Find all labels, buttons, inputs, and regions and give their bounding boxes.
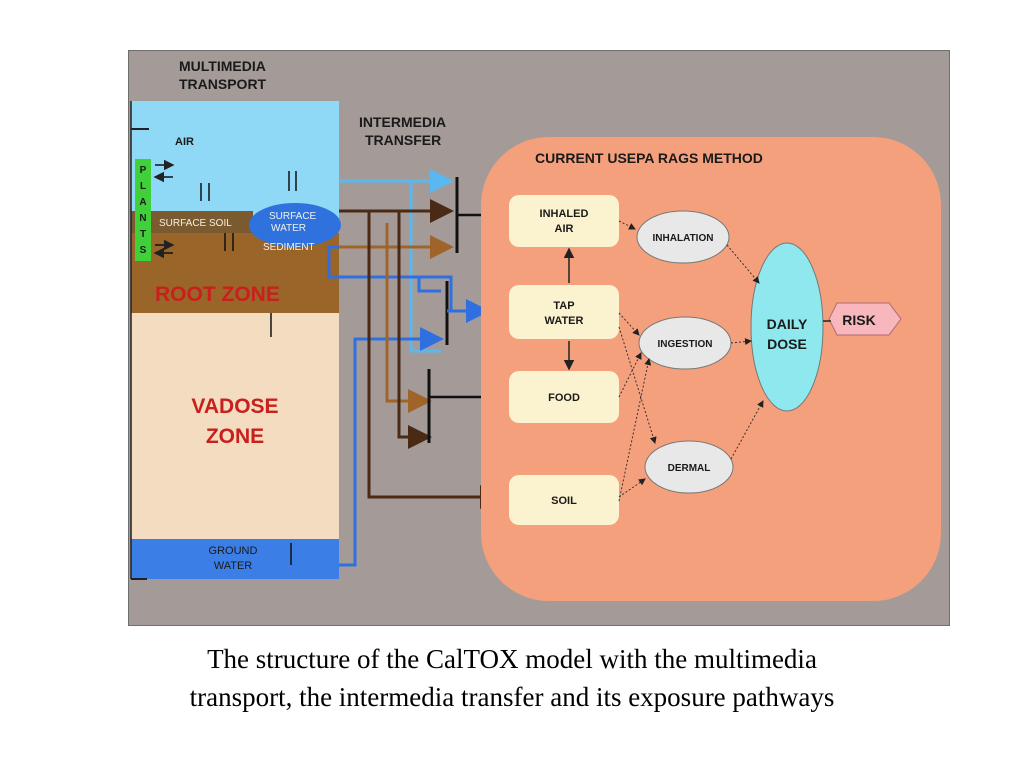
- vadose-zone-compartment: [131, 313, 339, 539]
- tap-water-label-line2: WATER: [545, 315, 584, 327]
- surface-water-ellipse: [249, 203, 341, 247]
- transfer-arrows: [327, 169, 504, 567]
- svg-text:N: N: [139, 213, 146, 224]
- plants-label: P L A N T S: [139, 165, 146, 256]
- caption-line2: transport, the intermedia transfer and i…: [189, 682, 835, 712]
- caltox-diagram: MULTIMEDIA TRANSPORT P L A N T S AIR SUR…: [130, 58, 941, 601]
- daily-dose-label-line2: DOSE: [767, 336, 807, 352]
- food-label: FOOD: [548, 392, 580, 404]
- ingestion-label: INGESTION: [657, 339, 712, 350]
- svg-text:T: T: [140, 229, 146, 240]
- svg-text:A: A: [139, 197, 146, 208]
- exposure-pathway-arrows: [618, 220, 764, 502]
- daily-dose-label-line1: DAILY: [767, 316, 808, 332]
- air-label: AIR: [175, 136, 194, 148]
- figure-caption: The structure of the CalTOX model with t…: [0, 640, 1024, 716]
- usepa-rags-title: CURRENT USEPA RAGS METHOD: [535, 150, 763, 166]
- root-zone-label: ROOT ZONE: [155, 283, 280, 306]
- inhaled-air-label-line1: INHALED: [540, 208, 589, 220]
- soil-box: [509, 475, 619, 525]
- daily-dose-ellipse: [750, 242, 824, 412]
- dermal-ellipse: [644, 440, 734, 494]
- inhaled-air-label-line2: AIR: [555, 223, 574, 235]
- multimedia-transport-title-line1: MULTIMEDIA: [179, 58, 266, 74]
- plants-bar: [135, 159, 151, 261]
- surface-soil-layer: [131, 211, 253, 233]
- intermedia-transfer-title-line2: TRANSFER: [365, 132, 441, 148]
- svg-text:S: S: [140, 245, 147, 256]
- inhalation-ellipse: [636, 210, 730, 264]
- tap-water-box: [509, 285, 619, 339]
- svg-text:P: P: [140, 165, 147, 176]
- vadose-zone-label-line1: VADOSE: [191, 395, 278, 418]
- ground-water-label-line2: WATER: [214, 560, 253, 572]
- soil-label: SOIL: [551, 495, 577, 507]
- tap-water-label-line1: TAP: [553, 300, 574, 312]
- surface-water-label-line1: SURFACE: [269, 211, 317, 222]
- risk-shape: [828, 302, 902, 336]
- multimedia-transport-title-line2: TRANSPORT: [179, 76, 267, 92]
- food-box: [509, 371, 619, 423]
- surface-soil-label: SURFACE SOIL: [159, 218, 232, 229]
- caltox-figure: MULTIMEDIA TRANSPORT P L A N T S AIR SUR…: [128, 50, 950, 626]
- vadose-zone-label-line2: ZONE: [206, 425, 264, 448]
- internal-exchange-arrows: [153, 159, 297, 565]
- svg-text:L: L: [140, 181, 146, 192]
- risk-label: RISK: [842, 312, 875, 328]
- intermedia-transfer-title-line1: INTERMEDIA: [359, 114, 446, 130]
- dermal-label: DERMAL: [668, 463, 711, 474]
- ground-water-compartment: [131, 539, 339, 579]
- sediment-label: SEDIMENT: [263, 242, 315, 253]
- air-compartment: [131, 101, 339, 221]
- surface-water-label-line2: WATER: [271, 223, 306, 234]
- ground-water-label-line1: GROUND: [209, 545, 258, 557]
- caption-line1: The structure of the CalTOX model with t…: [207, 644, 817, 674]
- inhaled-air-box: [509, 195, 619, 247]
- inhalation-label: INHALATION: [653, 233, 714, 244]
